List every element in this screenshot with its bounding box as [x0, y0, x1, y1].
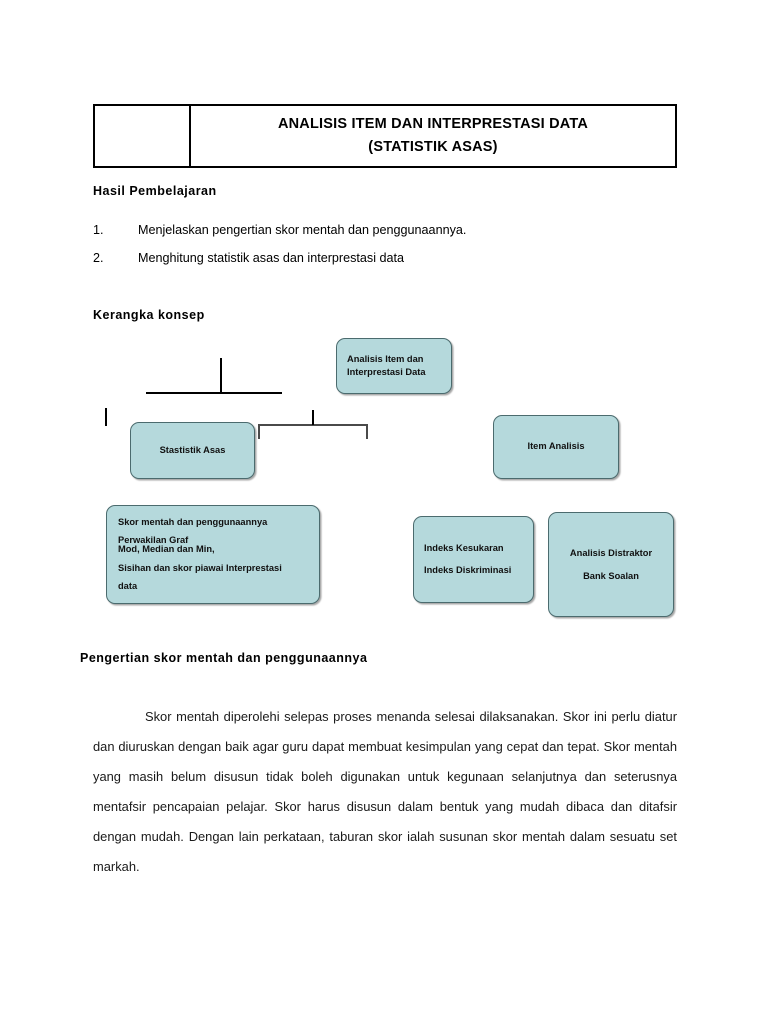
pengertian-heading: Pengertian skor mentah dan penggunaannya — [80, 651, 368, 665]
diagram-box-distraktor-line-2: Bank Soalan — [583, 570, 639, 581]
diagram-box-indeks-line-2: Indeks Diskriminasi — [424, 564, 512, 575]
title-table: ANALISIS ITEM DAN INTERPRESTASI DATA (ST… — [93, 104, 677, 168]
list-item-number: 1. — [93, 223, 104, 237]
connector-bracket-horizontal — [258, 424, 368, 426]
diagram-box-skor-mentah-line-4: Sisihan dan skor piawai Interprestasi — [118, 562, 282, 573]
learning-outcomes-heading: Hasil Pembelajaran — [93, 184, 217, 198]
list-item-number: 2. — [93, 250, 104, 265]
document-title-line-2: (STATISTIK ASAS) — [368, 139, 498, 155]
connector-horizontal-top — [146, 392, 282, 394]
concept-framework-heading: Kerangka konsep — [93, 308, 205, 322]
diagram-box-skor-mentah-line-1: Skor mentah dan penggunaannya — [118, 516, 268, 527]
connector-stub-left — [105, 408, 107, 426]
connector-bracket-left-stub — [258, 424, 260, 439]
diagram-box-skor-mentah-line-5: data — [118, 580, 138, 591]
learning-outcomes-list: 1. Menjelaskan pengertian skor mentah da… — [93, 224, 613, 279]
list-item: 2. Menghitung statistik asas dan interpr… — [93, 250, 613, 265]
diagram-box-indeks[interactable]: Indeks Kesukaran Indeks Diskriminasi — [413, 516, 534, 603]
diagram-box-item-analisis[interactable]: Item Analisis — [493, 415, 619, 479]
diagram-box-indeks-line-1: Indeks Kesukaran — [424, 543, 504, 554]
list-item-label: Menghitung statistik asas dan interprest… — [138, 250, 405, 265]
connector-bracket-up-stub — [312, 410, 314, 425]
diagram-box-distraktor[interactable]: Analisis Distraktor Bank Soalan — [548, 512, 674, 617]
list-item-label: Menjelaskan pengertian skor mentah dan p… — [138, 223, 467, 237]
diagram-box-statistik-asas-label: Stastistik Asas — [159, 444, 226, 455]
title-table-empty-cell — [95, 106, 191, 166]
connector-bracket-right-stub — [366, 424, 368, 439]
title-table-title-cell: ANALISIS ITEM DAN INTERPRESTASI DATA (ST… — [191, 106, 675, 166]
diagram-box-analisis-item-line-1: Analisis Item dan — [347, 353, 424, 364]
document-title-line-1: ANALISIS ITEM DAN INTERPRESTASI DATA — [277, 115, 589, 132]
diagram-box-skor-mentah-line-3: Mod, Median dan Min, — [118, 544, 215, 555]
diagram-box-item-analisis-label: Item Analisis — [527, 441, 585, 452]
diagram-box-analisis-item-line-2: Interprestasi Data — [347, 367, 426, 377]
connector-vertical-top — [220, 358, 222, 393]
diagram-box-statistik-asas[interactable]: Stastistik Asas — [130, 422, 255, 479]
pengertian-paragraph: Skor mentah diperolehi selepas proses me… — [93, 709, 677, 874]
diagram-box-analisis-item[interactable]: Analisis Item dan Interprestasi Data — [336, 338, 452, 394]
diagram-box-skor-mentah-line-2: Perwakilan Graf — [118, 535, 189, 546]
list-item: 1. Menjelaskan pengertian skor mentah da… — [93, 224, 613, 237]
diagram-box-skor-mentah[interactable]: Skor mentah dan penggunaannya Perwakilan… — [106, 505, 320, 604]
diagram-box-distraktor-line-1: Analisis Distraktor — [569, 548, 653, 559]
